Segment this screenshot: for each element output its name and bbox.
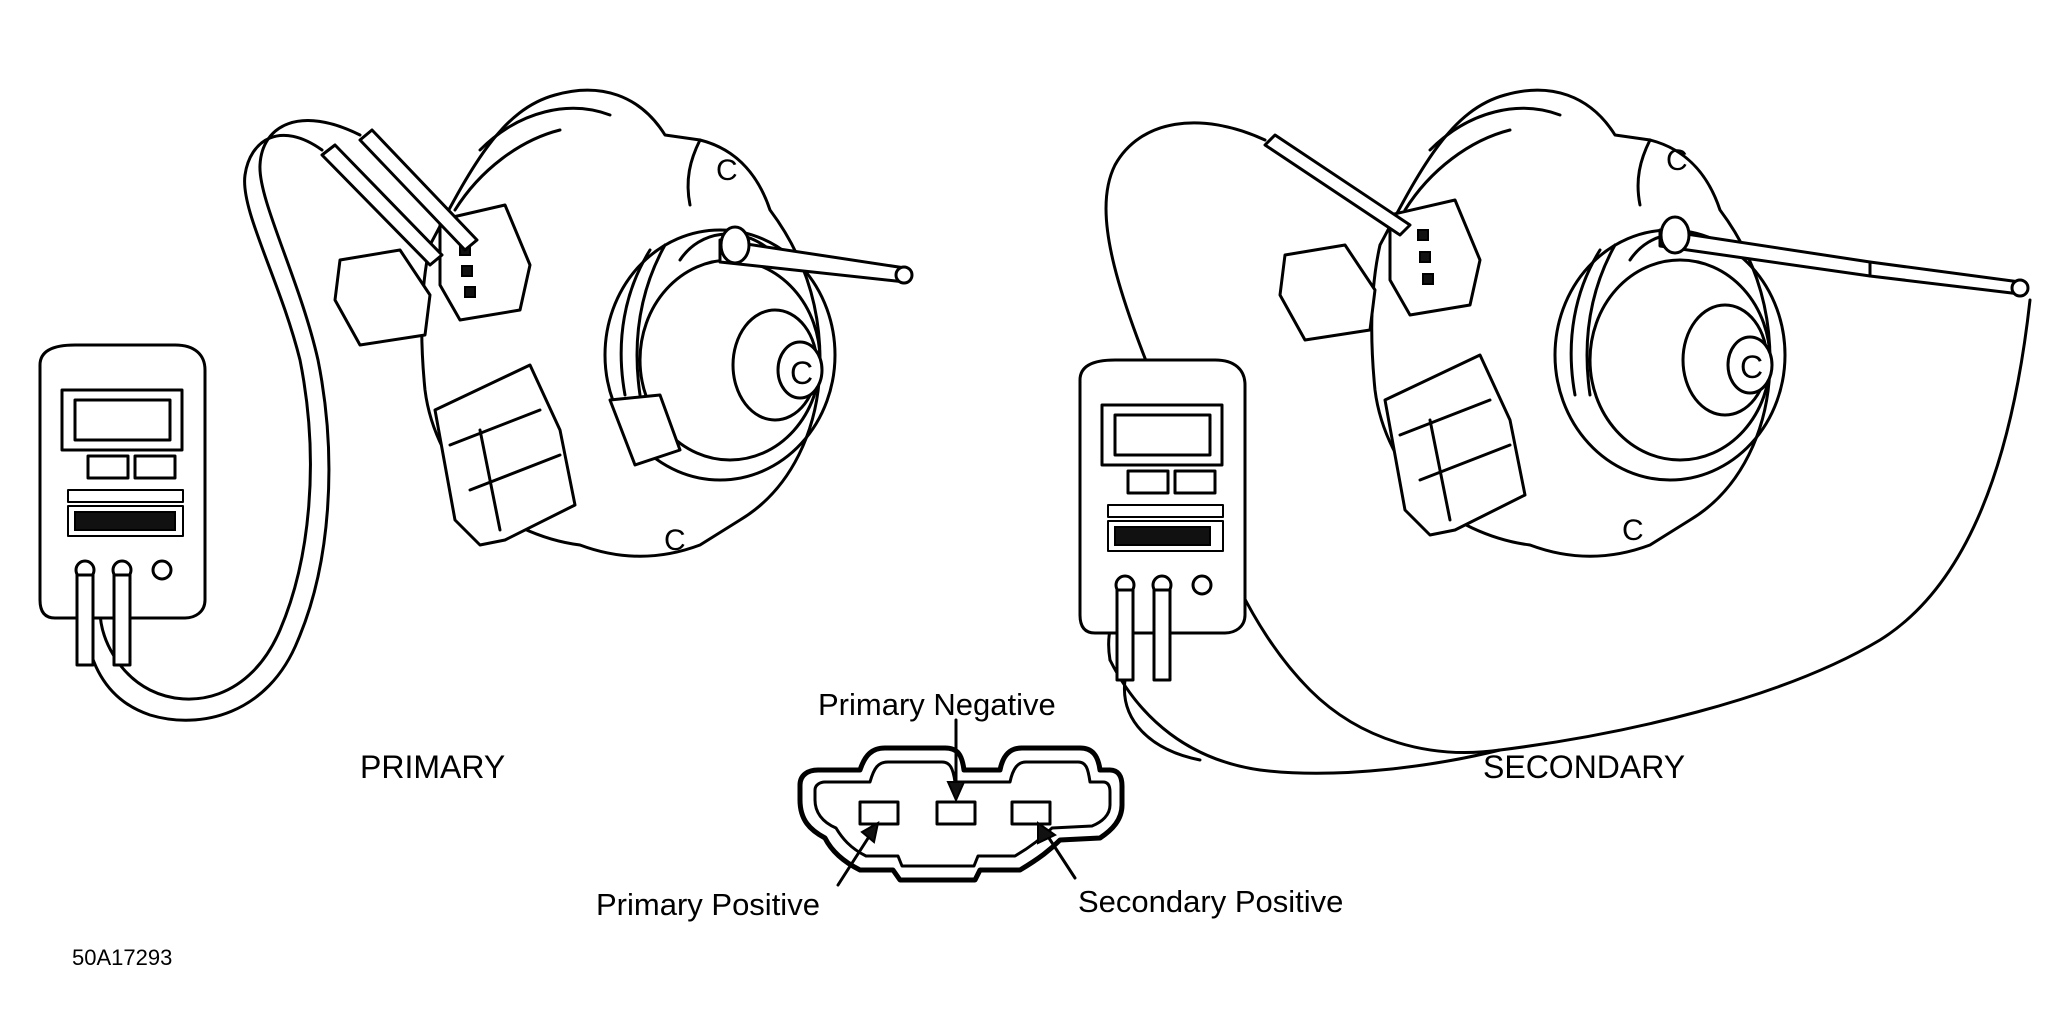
- svg-text:C: C: [1666, 144, 1688, 177]
- connector-outline-inner: [813, 760, 1112, 868]
- primary-positive-terminal: [858, 800, 900, 826]
- figure-id: 50A17293: [72, 945, 172, 970]
- primary-positive-label: Primary Positive: [596, 887, 820, 922]
- secondary-positive-label: Secondary Positive: [1078, 884, 1343, 919]
- secondary-label: SECONDARY: [1483, 749, 1685, 785]
- secondary-test-leads: [1104, 121, 2032, 754]
- secondary-positive-terminal: [1010, 800, 1052, 826]
- svg-text:C: C: [664, 524, 686, 557]
- connector-terminal-detail: [797, 718, 1125, 887]
- primary-negative-terminal: [935, 800, 977, 826]
- primary-test-leads: [98, 133, 324, 701]
- secondary-positive-arrow: [1043, 830, 1077, 880]
- secondary-test-illustration: C C C: [1078, 88, 2032, 775]
- svg-text:C: C: [1622, 514, 1644, 547]
- svg-text:C: C: [716, 154, 738, 187]
- primary-test-illustration: C C C: [38, 88, 914, 722]
- primary-label: PRIMARY: [360, 749, 505, 785]
- svg-text:C: C: [1740, 349, 1763, 385]
- connector-outline-outer: [797, 745, 1125, 883]
- secondary-top-connector: [1388, 198, 1482, 317]
- primary-front-ring: [603, 228, 837, 482]
- primary-positive-arrow: [836, 830, 874, 887]
- svg-text:C: C: [790, 355, 813, 391]
- primary-negative-label: Primary Negative: [818, 687, 1056, 722]
